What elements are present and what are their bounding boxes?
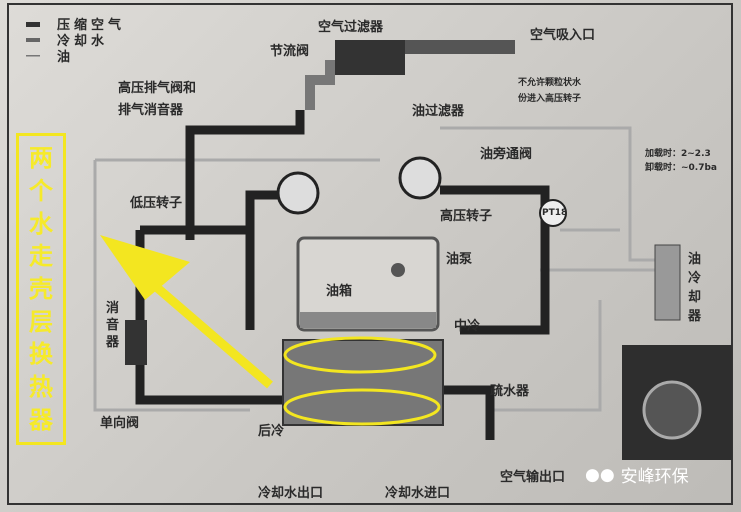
callout-char: 水 bbox=[29, 209, 53, 238]
label-load: 加载时：2~2.3 bbox=[645, 149, 711, 159]
label-hp-valve: 排气消音器 bbox=[118, 103, 184, 118]
label-cw-out: 冷却水出口 bbox=[258, 486, 324, 501]
label-oil-filter: 油过滤器 bbox=[412, 104, 465, 119]
air-filter-body bbox=[335, 40, 405, 75]
watermark-text: 安峰环保 bbox=[620, 467, 689, 487]
label-pt18: PT18 bbox=[542, 208, 568, 218]
silencer-body bbox=[125, 320, 147, 365]
legend-label: 油 bbox=[57, 50, 71, 65]
label-check-valve: 单向阀 bbox=[100, 416, 140, 431]
aftercooler-highlight bbox=[283, 388, 441, 426]
legend-label: 压缩空气 bbox=[57, 18, 126, 33]
callout-char: 壳 bbox=[29, 274, 53, 303]
legend-lines bbox=[26, 22, 40, 57]
hp-rotor bbox=[398, 156, 442, 200]
legend-label: 冷却水 bbox=[57, 34, 109, 49]
label-oil-pump: 油泵 bbox=[446, 252, 473, 267]
oil-tank bbox=[296, 236, 440, 332]
intake-duct bbox=[400, 40, 515, 54]
label-intercooler: 中冷 bbox=[454, 319, 481, 334]
oil-pump bbox=[391, 263, 405, 277]
oil-cooler-body bbox=[654, 244, 681, 321]
callout-char: 热 bbox=[29, 372, 53, 401]
label-hp-rotor: 高压转子 bbox=[440, 209, 493, 224]
wechat-icon: ●● bbox=[585, 464, 615, 485]
callout-char: 器 bbox=[29, 405, 53, 434]
label-air-out: 空气输出口 bbox=[500, 470, 566, 485]
label-drain: 疏水器 bbox=[490, 384, 530, 399]
heat-exchanger bbox=[282, 339, 444, 426]
label-oil-bypass: 油旁通阀 bbox=[480, 147, 533, 162]
frame bbox=[7, 3, 733, 505]
arrow-head bbox=[100, 235, 190, 300]
callout-char: 走 bbox=[29, 242, 53, 271]
label-note: 不允许颗粒状水 bbox=[518, 78, 582, 88]
label-silencer: 消音器 bbox=[106, 301, 120, 350]
pt18-gauge bbox=[539, 199, 567, 227]
label-air-inlet: 空气吸入口 bbox=[530, 28, 596, 43]
label-hp-valve: 高压排气阀和 bbox=[118, 81, 197, 96]
label-oil-cooler: 油冷却器 bbox=[688, 252, 702, 324]
label-aftercooler: 后冷 bbox=[258, 424, 285, 439]
callout-char: 换 bbox=[29, 340, 53, 369]
lp-rotor bbox=[276, 171, 320, 215]
label-oil-tank: 油箱 bbox=[326, 284, 353, 299]
callout-char: 个 bbox=[29, 176, 53, 205]
oil-lines bbox=[93, 126, 660, 412]
label-note: 份进入高压转子 bbox=[518, 94, 582, 104]
oil-level bbox=[300, 312, 436, 328]
label-air-filter: 空气过滤器 bbox=[318, 20, 384, 35]
callout-char: 两 bbox=[29, 144, 53, 173]
label-throttle: 节流阀 bbox=[270, 44, 310, 59]
callout-char: 层 bbox=[29, 307, 53, 336]
callout-box: 两 个 水 走 壳 层 换 热 器 bbox=[16, 133, 66, 445]
label-unload: 卸载时：~0.7ba bbox=[645, 163, 718, 173]
intercooler-highlight bbox=[283, 336, 437, 374]
label-lp-rotor: 低压转子 bbox=[130, 196, 183, 211]
watermark: ●●安峰环保 bbox=[585, 462, 689, 488]
label-cw-in: 冷却水进口 bbox=[385, 486, 451, 501]
intake-pipe bbox=[305, 60, 335, 110]
